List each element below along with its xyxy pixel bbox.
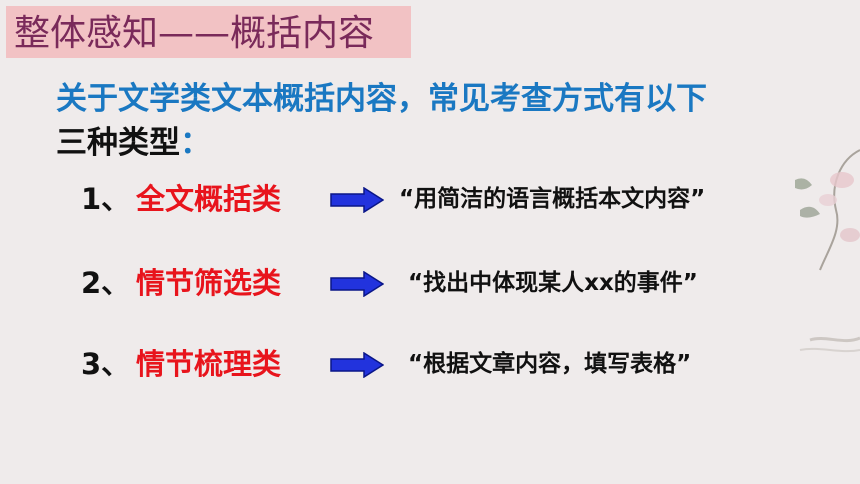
type-row-2: 2、 情节筛选类 “找出中体现某人xx的事件” (0, 262, 860, 306)
floral-decoration (795, 149, 860, 353)
slide-title: 整体感知——概括内容 (14, 13, 375, 54)
type-number: 2、 (81, 266, 131, 300)
right-arrow-icon (330, 187, 384, 213)
type-row-3: 3、 情节梳理类 “根据文章内容，填写表格” (0, 343, 860, 387)
type-number: 1、 (81, 182, 131, 216)
intro-line-2: 三种类型： (56, 124, 211, 162)
type-category: 情节筛选类 (136, 266, 282, 300)
type-row-1: 1、 全文概括类 “用简洁的语言概括本文内容” (0, 178, 860, 222)
type-number: 3、 (81, 347, 131, 381)
right-arrow-icon (330, 352, 384, 378)
intro-line-1: 关于文学类文本概括内容，常见考查方式有以下 (56, 81, 707, 117)
type-description: “用简洁的语言概括本文内容” (399, 186, 706, 212)
right-arrow-icon (330, 271, 384, 297)
type-category: 全文概括类 (136, 182, 282, 216)
type-category: 情节梳理类 (136, 347, 282, 381)
title-banner: 整体感知——概括内容 (6, 6, 411, 58)
intro-line-2-text: 三种类型 (56, 125, 180, 161)
type-description: “找出中体现某人xx的事件” (408, 270, 698, 296)
type-description: “根据文章内容，填写表格” (408, 351, 692, 377)
intro-colon: ： (180, 125, 211, 161)
